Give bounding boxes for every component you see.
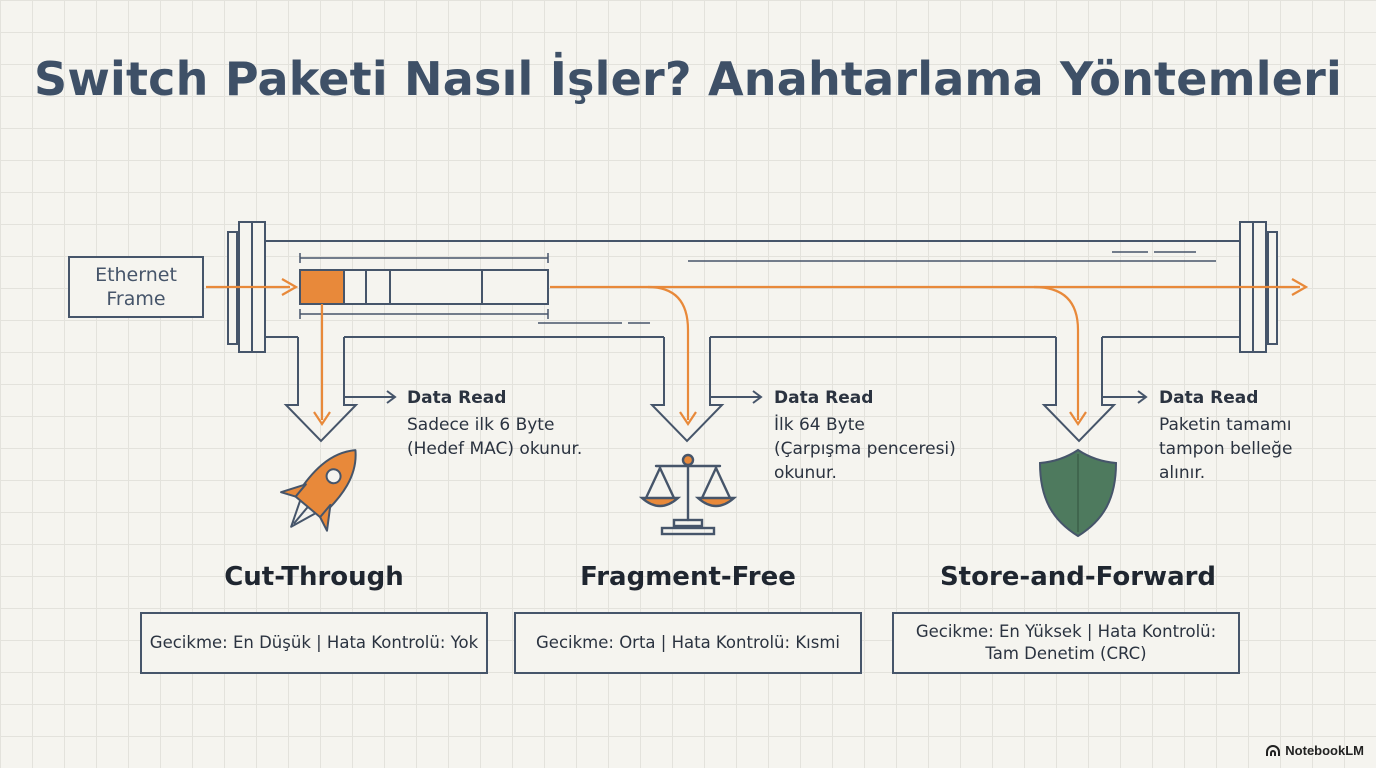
store-and-forward-data-read: Data Read Paketin tamamı tampon belleğe … — [1159, 387, 1292, 485]
spec-box-store-and-forward: Gecikme: En Yüksek | Hata Kontrolü: Tam … — [892, 612, 1240, 674]
balance-scale-icon — [638, 453, 738, 536]
down-arrow-fragment-free — [649, 337, 725, 443]
spec-text: Gecikme: En Düşük | Hata Kontrolü: Yok — [149, 633, 479, 652]
data-read-label: Data Read — [407, 388, 507, 408]
data-read-text: İlk 64 Byte (Çarpışma penceresi) okunur. — [774, 415, 956, 483]
method-title-store-and-forward: Store-and-Forward — [939, 562, 1217, 592]
method-title-cut-through: Cut-Through — [224, 562, 404, 592]
data-read-text: Sadece ilk 6 Byte (Hedef MAC) okunur. — [407, 415, 583, 459]
spec-text: Gecikme: En Yüksek | Hata Kontrolü: Tam … — [915, 622, 1217, 663]
packet-flow — [206, 278, 1309, 426]
notebooklm-logo-icon — [1266, 744, 1281, 756]
info-arrows — [344, 390, 1148, 404]
ethernet-frame-box: Ethernet Frame — [68, 256, 204, 318]
ethernet-packet — [299, 253, 549, 319]
rocket-icon — [280, 449, 357, 532]
shield-icon — [1038, 448, 1118, 538]
data-read-text: Paketin tamamı tampon belleğe alınır. — [1159, 415, 1293, 483]
packet-header-field — [299, 269, 345, 305]
fragment-free-data-read: Data Read İlk 64 Byte (Çarpışma penceres… — [774, 387, 956, 485]
down-arrow-cut-through — [283, 337, 359, 443]
switch-pipe — [266, 240, 1240, 338]
method-title-fragment-free: Fragment-Free — [580, 562, 796, 592]
spec-box-cut-through: Gecikme: En Düşük | Hata Kontrolü: Yok — [140, 612, 488, 674]
ethernet-frame-label: Ethernet Frame — [95, 264, 177, 310]
cut-through-data-read: Data Read Sadece ilk 6 Byte (Hedef MAC) … — [407, 387, 582, 461]
brand-label: NotebookLM — [1285, 743, 1364, 758]
spec-box-fragment-free: Gecikme: Orta | Hata Kontrolü: Kısmi — [514, 612, 862, 674]
spec-text: Gecikme: Orta | Hata Kontrolü: Kısmi — [536, 633, 840, 652]
notebooklm-brand: NotebookLM — [1265, 743, 1364, 758]
page-title: Switch Paketi Nasıl İşler? Anahtarlama Y… — [34, 52, 1342, 106]
data-read-label: Data Read — [1159, 388, 1259, 408]
down-arrow-store-forward — [1041, 337, 1117, 443]
data-read-label: Data Read — [774, 388, 874, 408]
